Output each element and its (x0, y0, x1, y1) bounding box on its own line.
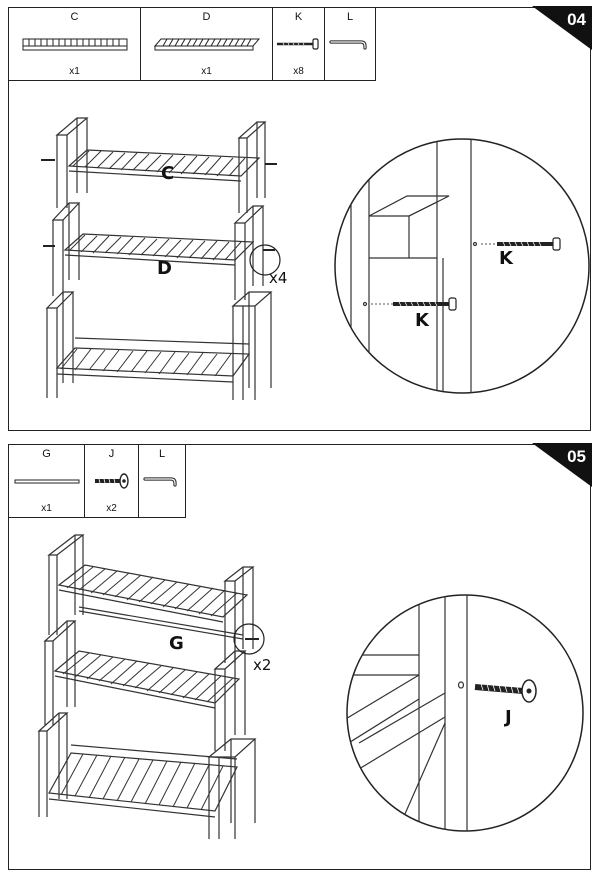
part-g-label: G (42, 448, 51, 460)
part-k-cell: K x8 (273, 8, 325, 80)
part-j-label: J (108, 448, 115, 460)
bolt-j-detail-icon (474, 679, 537, 703)
step-number-05: 05 (567, 447, 586, 466)
bolt-j-icon (95, 473, 129, 489)
shelf-c-callout: C (161, 163, 175, 184)
part-j-qty: x2 (106, 503, 117, 514)
screw-k-icon (277, 38, 319, 50)
shelf-d-callout: D (157, 258, 172, 279)
detail-j-callout: J (505, 707, 512, 728)
part-l2-label: L (158, 448, 166, 460)
detail-zoom-view (334, 138, 590, 394)
step-05-panel: G x1 J x2 L 05 (8, 443, 592, 870)
slatted-panel-d-icon (153, 38, 261, 51)
part-l-label: L (346, 11, 354, 23)
part-l2-cell: L (139, 445, 185, 517)
part-k-label: K (294, 11, 303, 23)
part-c-qty: x1 (69, 66, 80, 77)
rod-g-callout: G (169, 633, 184, 654)
step-number-badge-05: 05 (532, 443, 592, 487)
shelf-assembly-drawing-05 (37, 534, 265, 839)
part-c-cell: C x1 (9, 8, 141, 80)
part-l-cell: L (325, 8, 375, 80)
part-g-qty: x1 (41, 503, 52, 514)
part-k-qty: x8 (293, 66, 304, 77)
part-d-qty: x1 (201, 66, 212, 77)
shelf-assembly-drawing (41, 117, 281, 400)
step-number-badge: 04 (532, 6, 592, 50)
quantity-callout-05: x2 (253, 656, 272, 674)
part-j-cell: J x2 (85, 445, 139, 517)
slatted-panel-c-icon (22, 38, 128, 51)
screw-k-bottom-icon (371, 297, 457, 311)
detail-k-callout-top: K (499, 248, 513, 269)
rod-g-icon (14, 479, 80, 484)
part-d-label: D (202, 11, 211, 23)
screw-k-top-icon (481, 237, 561, 251)
allen-key-l-icon (329, 40, 367, 50)
step-05-parts-table: G x1 J x2 L (9, 445, 186, 518)
step-04-panel: C x1 D (8, 6, 592, 431)
detail-zoom-view-05 (346, 594, 584, 832)
detail-k-callout-bottom: K (415, 310, 429, 331)
part-g-cell: G x1 (9, 445, 85, 517)
part-d-cell: D x1 (141, 8, 273, 80)
quantity-callout: x4 (269, 269, 288, 287)
allen-key-l2-icon (143, 477, 177, 487)
step-number: 04 (567, 10, 586, 29)
part-c-label: C (70, 11, 79, 23)
step-04-parts-table: C x1 D (9, 8, 376, 81)
